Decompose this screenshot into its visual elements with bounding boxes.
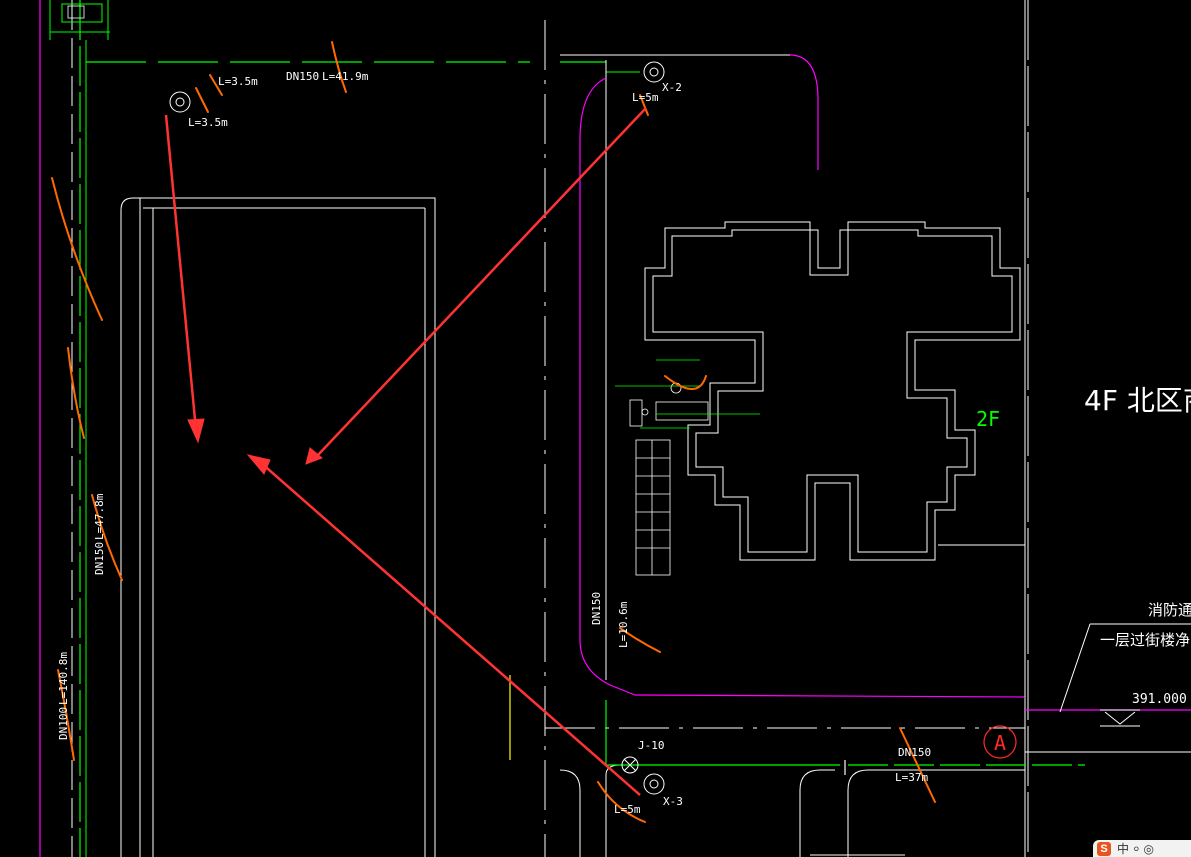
label-len-dn100: L=140.8m: [57, 652, 70, 705]
equipment-stair-block: [615, 359, 760, 576]
right-section-lines: [1025, 623, 1191, 753]
zone-labels: 2F 4F 北区商 消防通 一层过街楼净 391.000: [976, 384, 1191, 707]
label-dn150-bottom: DN150: [898, 746, 931, 759]
label-l37: L=37m: [895, 771, 928, 784]
ime-status-bar[interactable]: S 中 ⸰ ◎: [1093, 840, 1191, 857]
orange-check-marks: [51, 41, 936, 823]
road-lines: [544, 0, 1029, 857]
label-l35-top: L=3.5m: [218, 75, 258, 88]
top-pipe-lines: [86, 54, 790, 73]
magenta-block-outline: [579, 54, 1191, 711]
axis-bubble-a: A: [983, 725, 1017, 759]
label-2f: 2F: [976, 407, 1000, 431]
pipe-labels: L=3.5m L=3.5m DN150 L=41.9m L=5m X-2 DN1…: [57, 70, 931, 816]
ime-mode-text: 中 ⸰ ◎: [1117, 842, 1154, 856]
svg-text:A: A: [994, 731, 1006, 755]
label-elevation: 391.000: [1132, 692, 1187, 707]
label-j10: J-10: [638, 739, 665, 752]
label-l5-bottom: L=5m: [614, 803, 641, 816]
left-pipe-lines: [39, 0, 110, 857]
ime-logo-icon: S: [1097, 841, 1111, 856]
label-len-top: L=41.9m: [322, 70, 369, 83]
red-arrows: [164, 107, 647, 796]
label-x3: X-3: [663, 795, 683, 808]
hydrant-icon: [643, 61, 665, 83]
valve-icon: [621, 756, 639, 774]
label-dn150-mid: DN150: [590, 592, 603, 625]
hydrant-icon: [169, 91, 191, 113]
label-len-left: L=47.8m: [93, 493, 106, 540]
label-arcade-clear: 一层过街楼净: [1100, 631, 1190, 649]
label-fire-lane: 消防通: [1148, 601, 1191, 619]
left-building-outline: [120, 197, 436, 857]
bottom-pipe-lines: [509, 675, 1085, 775]
hydrant-symbols: [169, 61, 665, 795]
label-dn150-left: DN150: [93, 542, 106, 575]
label-l35-circle: L=3.5m: [188, 116, 228, 129]
label-dn150-top: DN150: [286, 70, 319, 83]
label-north-zone: 4F 北区商: [1084, 384, 1191, 417]
cross-building-outline: [644, 221, 1026, 697]
label-dn100-left: DN100: [57, 707, 70, 740]
label-len-mid: L=10.6m: [617, 601, 630, 648]
hydrant-icon: [643, 773, 665, 795]
label-l5-top: L=5m: [632, 91, 659, 104]
label-x2: X-2: [662, 81, 682, 94]
